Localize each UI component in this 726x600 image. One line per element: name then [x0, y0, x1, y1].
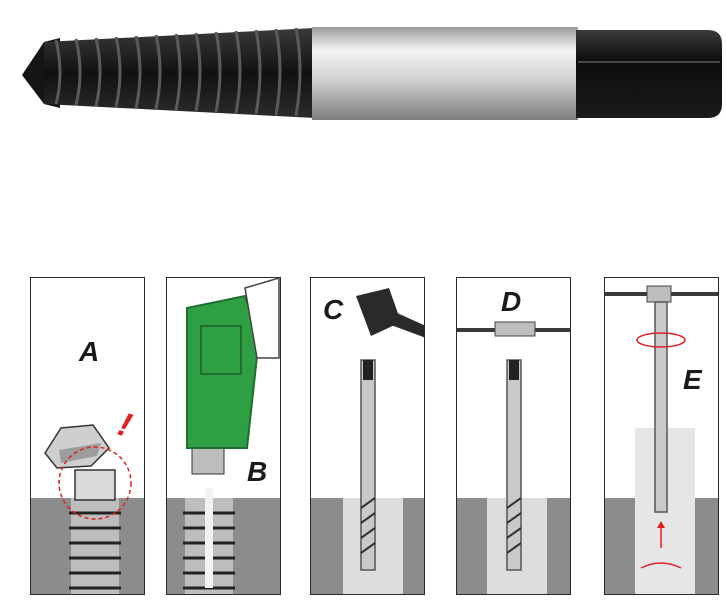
- wrench-illustration: [457, 321, 570, 594]
- step-label-e: E: [683, 364, 702, 395]
- step-label-c: C: [323, 294, 344, 325]
- step-a-panel: A !: [30, 277, 145, 595]
- step-c-panel: C: [310, 277, 425, 595]
- step-label-a: A: [79, 336, 100, 367]
- broken-bolt-illustration: [31, 424, 144, 594]
- step-e-panel: E: [604, 277, 719, 595]
- drill-illustration: [167, 278, 280, 594]
- step-label-d: D: [501, 286, 522, 317]
- hammer-illustration: [311, 288, 424, 594]
- step-d-panel: D: [456, 277, 571, 595]
- extractor-head: [576, 30, 722, 118]
- step-label-b: B: [247, 456, 268, 487]
- extractor-shank: [312, 27, 578, 120]
- screw-extractor-image: [22, 27, 722, 120]
- extraction-illustration: [605, 285, 718, 594]
- step-b-panel: B: [166, 277, 281, 595]
